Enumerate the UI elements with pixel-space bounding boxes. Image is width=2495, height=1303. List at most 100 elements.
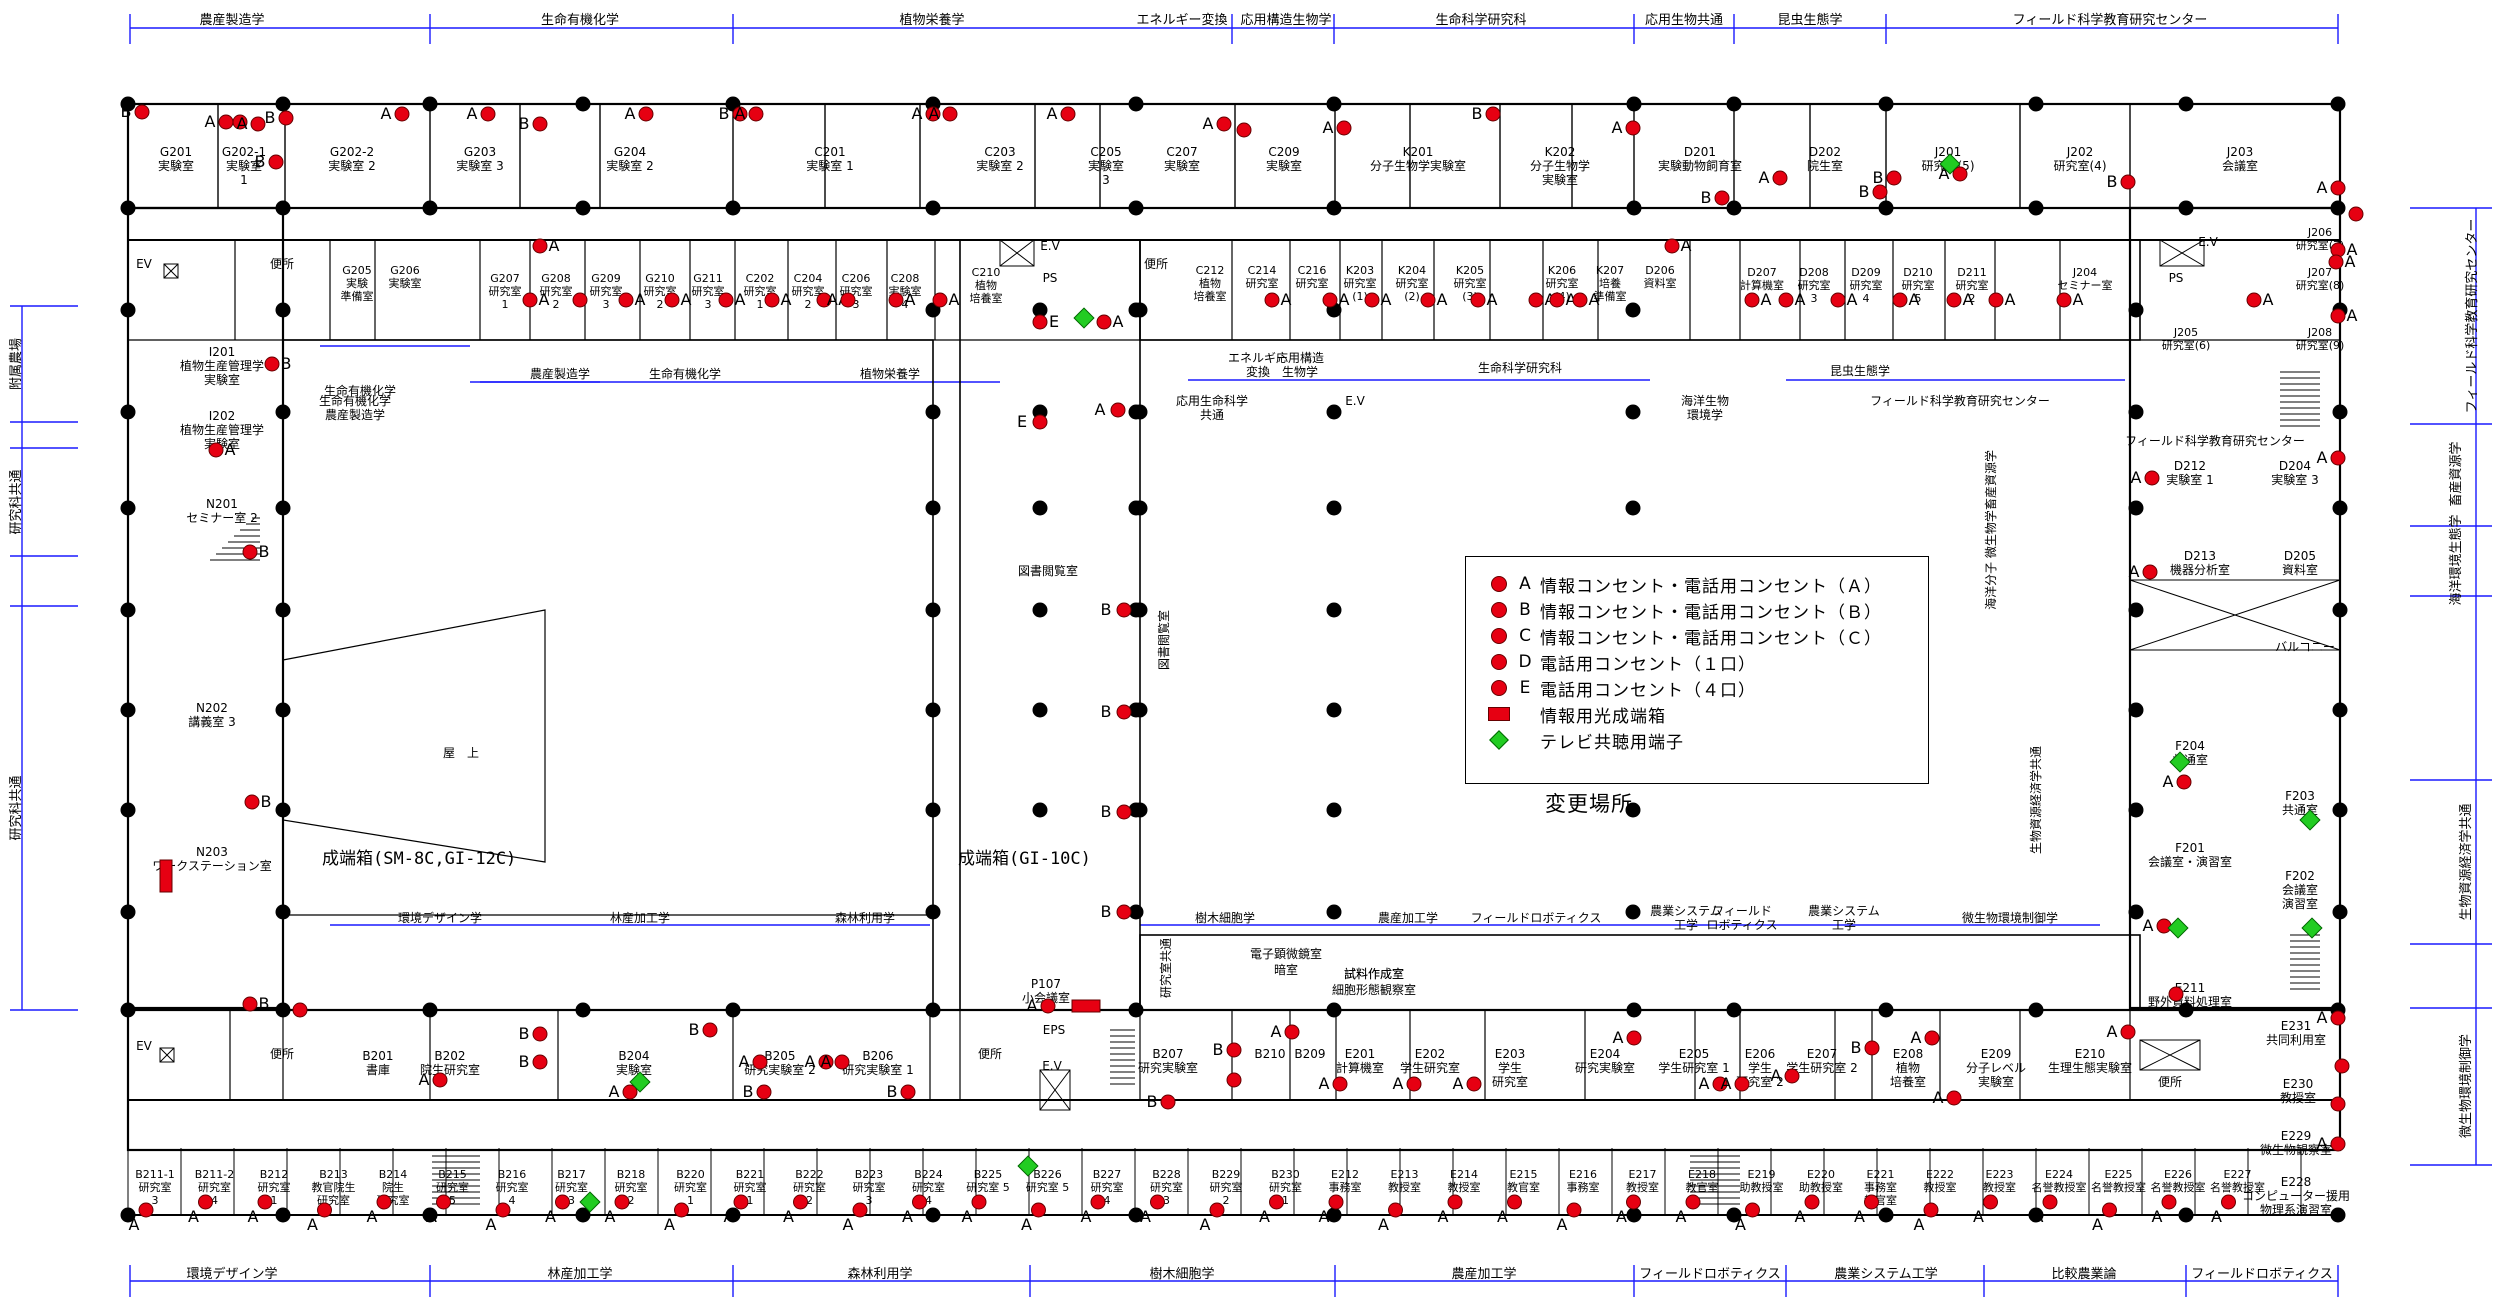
outlet-marker — [1160, 1094, 1176, 1110]
inner-department-label: 生命科学研究科 — [1478, 360, 1562, 375]
outlet-code-label: A — [1200, 1215, 1211, 1234]
misc-label: 試料作成室 — [1344, 966, 1404, 981]
top-department-label: 昆虫生態学 — [1777, 12, 1842, 28]
wall — [2139, 1039, 2201, 1071]
inner-department-label: 図書閲覧室 — [1018, 563, 1078, 578]
room-label: B207 — [1152, 1047, 1183, 1061]
column — [1032, 500, 1048, 516]
outlet-code-label: A — [2129, 562, 2140, 581]
room-label: 学生研究室 2 — [1786, 1060, 1857, 1075]
room-label: I201 — [209, 345, 235, 359]
room-label: 植物生産管理学 — [180, 422, 264, 437]
room-label: G201 — [160, 145, 192, 159]
inner-department-label: 農業システム — [1808, 904, 1880, 918]
room-label: F204 — [2175, 739, 2205, 753]
column — [2028, 1207, 2044, 1223]
room-label: 学生研究室 — [1400, 1060, 1460, 1075]
room-outline — [2159, 239, 2205, 267]
outlet-marker — [1110, 402, 1126, 418]
room-label: 資料室 — [1644, 276, 1677, 290]
room-label: G205 — [342, 264, 372, 277]
outlet-marker — [674, 1202, 689, 1218]
room-label: 会議室・演習室 — [2148, 854, 2232, 869]
column — [1878, 96, 1894, 112]
room-label: 4 — [211, 1194, 218, 1207]
outlet-code-label: B — [1472, 104, 1483, 123]
room-label: 研究室 — [1296, 276, 1329, 290]
room-label: B205 — [764, 1049, 795, 1063]
tv-terminal-marker — [1939, 153, 1961, 175]
room-label: 教官室 — [1686, 1180, 1719, 1194]
column — [2028, 1002, 2044, 1018]
column — [275, 500, 291, 516]
room-label: B223 — [855, 1168, 884, 1181]
outlet-code-label: A — [545, 1207, 556, 1226]
room-label: 教授室 — [1626, 1180, 1659, 1194]
column — [2332, 702, 2348, 718]
room-label: K201 — [1403, 145, 1434, 159]
room-label: K203 — [1346, 264, 1374, 277]
tv-terminal-marker — [2299, 809, 2321, 831]
column — [1326, 96, 1342, 112]
room-label: 5 — [449, 1194, 456, 1207]
room-label: B206 — [862, 1049, 893, 1063]
room-label: B204 — [618, 1049, 649, 1063]
outlet-code-label: A — [1027, 996, 1038, 1015]
column — [925, 200, 941, 216]
column — [2178, 200, 2194, 216]
outlet-code-label: A — [426, 1207, 437, 1226]
outlet-marker — [1830, 292, 1846, 308]
column — [1132, 702, 1148, 718]
column — [1625, 404, 1641, 420]
room-label: 2 — [657, 298, 664, 311]
outlet-marker — [532, 238, 548, 254]
outlet-marker — [1772, 170, 1788, 186]
room-label: D207 — [1747, 266, 1776, 279]
column — [575, 1002, 591, 1018]
wall — [2159, 239, 2205, 267]
room-label: 教授室 — [1448, 1180, 1481, 1194]
column — [2128, 602, 2144, 618]
top-department-label: エネルギー変換 — [1136, 12, 1227, 28]
outlet-marker — [702, 1022, 718, 1038]
room-label: 名誉教授室 — [2091, 1180, 2146, 1194]
outlet-code-label: A — [1795, 290, 1806, 309]
room-label: 実験室 — [1978, 1074, 2014, 1089]
outlet-marker — [1116, 804, 1132, 820]
legend-row-e: E 電話用コンセント（４口） — [1466, 677, 1756, 701]
outlet-dot-icon — [1491, 654, 1507, 670]
inner-department-label: 屋 上 — [443, 746, 479, 760]
room-label: 実験室 2 — [328, 158, 375, 173]
room-label: N203 — [196, 845, 228, 859]
outlet-code-label: A — [381, 104, 392, 123]
room-label: B211-1 — [135, 1168, 175, 1181]
outlet-code-label: A — [367, 1207, 378, 1226]
column — [275, 200, 291, 216]
outlet-marker — [394, 106, 410, 122]
room-label: 3 — [1102, 173, 1110, 187]
misc-label: 便所 — [978, 1047, 1002, 1061]
room-label: (1) — [1352, 290, 1368, 303]
outlet-marker — [1946, 292, 1962, 308]
room-label: 研究室 — [1246, 276, 1279, 290]
misc-label: E.V — [1345, 394, 1365, 408]
room-label: 研究室(8) — [2296, 278, 2345, 292]
outlet-marker — [1872, 184, 1888, 200]
room-label: 2 — [1969, 292, 1976, 305]
department-boundary-lines — [10, 14, 2492, 1297]
outlet-marker — [2120, 1024, 2136, 1040]
inner-department-label: ロボティクス — [1707, 918, 1778, 932]
inner-department-label: バルコニー — [2275, 640, 2335, 654]
outlet-marker — [1745, 1202, 1760, 1218]
room-label: B221 — [736, 1168, 765, 1181]
room-label: C202 — [746, 272, 775, 285]
outlet-marker — [242, 544, 258, 560]
room-label: 研究室 — [674, 1180, 707, 1194]
walls — [126, 102, 2342, 1216]
wall — [999, 239, 1035, 267]
room-label: B226 — [1033, 1168, 1062, 1181]
room-label: F201 — [2175, 841, 2205, 855]
room-label: 実験室 — [1266, 158, 1302, 173]
roof-shape — [282, 609, 546, 863]
column — [422, 1207, 438, 1223]
